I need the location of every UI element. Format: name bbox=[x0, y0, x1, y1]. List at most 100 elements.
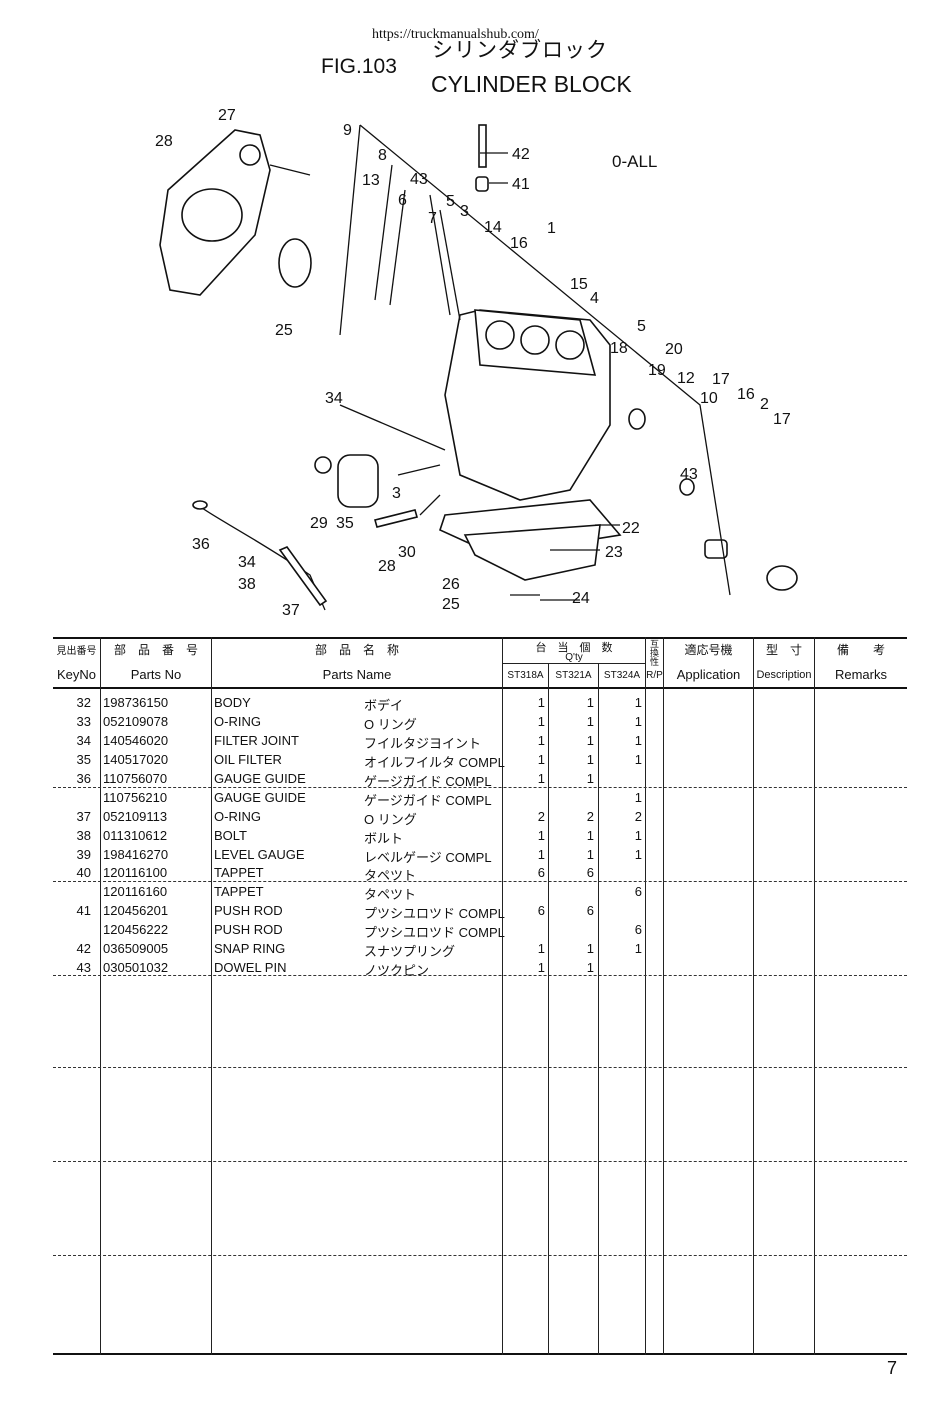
callout: 5 bbox=[446, 193, 455, 210]
callout: 16 bbox=[737, 386, 755, 403]
plug bbox=[628, 408, 646, 430]
header-rp: R/P bbox=[646, 670, 663, 681]
header-q2: ST321A bbox=[555, 670, 592, 681]
header-description-jp: 型 寸 bbox=[765, 643, 802, 657]
callout: 37 bbox=[282, 602, 300, 619]
callout: 42 bbox=[512, 146, 530, 163]
header-rp-jp: 互換性 bbox=[649, 639, 659, 667]
header-key-jp: 見出番号 bbox=[56, 646, 97, 657]
callout: 6 bbox=[398, 192, 407, 209]
callout: 25 bbox=[442, 596, 460, 613]
callout: 8 bbox=[378, 147, 387, 164]
callout: 7 bbox=[428, 210, 437, 227]
callout: 9 bbox=[343, 122, 352, 139]
header-key: KeyNo bbox=[56, 667, 97, 682]
callout: 22 bbox=[622, 520, 640, 537]
page-number: 7 bbox=[887, 1358, 898, 1378]
source-url: https://truckmanualshub.com/ bbox=[372, 27, 539, 42]
snap-ring bbox=[679, 478, 695, 496]
push-rod bbox=[478, 124, 487, 168]
header-application-jp: 適応号機 bbox=[684, 643, 733, 657]
gauge-guide bbox=[278, 546, 328, 607]
callout: 19 bbox=[648, 362, 666, 379]
callout: 24 bbox=[572, 590, 590, 607]
callout: 23 bbox=[605, 544, 623, 561]
callout: 16 bbox=[510, 235, 528, 252]
callout: 41 bbox=[512, 176, 530, 193]
header-q1: ST318A bbox=[507, 670, 544, 681]
callout-labels: 27 28 9 8 13 6 43 7 5 3 14 16 1 15 4 42 … bbox=[155, 107, 791, 619]
header-qty-jp: 台 当 個 数 bbox=[535, 642, 613, 654]
callout: 43 bbox=[680, 466, 698, 483]
callout: 18 bbox=[610, 340, 628, 357]
header-remarks: Remarks bbox=[834, 667, 887, 682]
header-remarks-jp: 備 考 bbox=[836, 643, 885, 657]
callout: 14 bbox=[484, 219, 502, 236]
callout: 17 bbox=[712, 371, 730, 388]
callout: 36 bbox=[192, 536, 210, 553]
parts-table: 見出番号 部 品 番 号 部 品 名 称 台 当 個 数 互換性 適応号機 型 … bbox=[53, 637, 907, 1355]
callout: 20 bbox=[665, 341, 683, 358]
model-note: 0-ALL bbox=[612, 152, 658, 171]
title-english: CYLINDER BLOCK bbox=[431, 71, 632, 97]
level-gauge bbox=[197, 504, 326, 611]
callout: 17 bbox=[773, 411, 791, 428]
bolt bbox=[374, 509, 418, 528]
header-partsno: Parts No bbox=[130, 667, 182, 682]
oil-seal bbox=[278, 238, 312, 288]
callout: 3 bbox=[392, 485, 401, 502]
header-description: Description bbox=[756, 669, 812, 681]
callout: 38 bbox=[238, 576, 256, 593]
header-partsname: Parts Name bbox=[322, 667, 392, 682]
header-partsname-jp: 部 品 名 称 bbox=[314, 643, 399, 657]
tappet bbox=[475, 176, 489, 192]
header-application: Application bbox=[676, 667, 741, 682]
callout: 3 bbox=[460, 203, 469, 220]
cylinder-block bbox=[444, 309, 611, 501]
callout: 4 bbox=[590, 290, 599, 307]
oil-filter bbox=[314, 454, 379, 508]
callout: 43 bbox=[410, 171, 428, 188]
figure-number: FIG.103 bbox=[321, 55, 397, 78]
callout: 1 bbox=[547, 220, 556, 237]
bushing bbox=[766, 565, 798, 591]
callout: 34 bbox=[325, 390, 343, 407]
callout: 29 bbox=[310, 515, 328, 532]
callout: 28 bbox=[155, 133, 173, 150]
callout: 2 bbox=[760, 396, 769, 413]
oil-pan bbox=[463, 524, 601, 581]
title-japanese: シリンダブロック bbox=[432, 39, 608, 62]
callout: 30 bbox=[398, 544, 416, 561]
header-qty: Q'ty bbox=[565, 652, 583, 663]
callout: 15 bbox=[570, 276, 588, 293]
callout: 27 bbox=[218, 107, 236, 124]
callout: 25 bbox=[275, 322, 293, 339]
callout: 5 bbox=[637, 318, 646, 335]
callout: 12 bbox=[677, 370, 695, 387]
callout: 10 bbox=[700, 390, 718, 407]
leader-lines bbox=[269, 124, 731, 601]
header-partsno-jp: 部 品 番 号 bbox=[113, 643, 198, 657]
callout: 35 bbox=[336, 515, 354, 532]
callout: 34 bbox=[238, 554, 256, 571]
callout: 28 bbox=[378, 558, 396, 575]
header-q3: ST324A bbox=[603, 670, 641, 681]
callout: 26 bbox=[442, 576, 460, 593]
exploded-parts-diagram: 27 28 9 8 13 6 43 7 5 3 14 16 1 15 4 42 … bbox=[155, 107, 798, 619]
callout: 13 bbox=[362, 172, 380, 189]
